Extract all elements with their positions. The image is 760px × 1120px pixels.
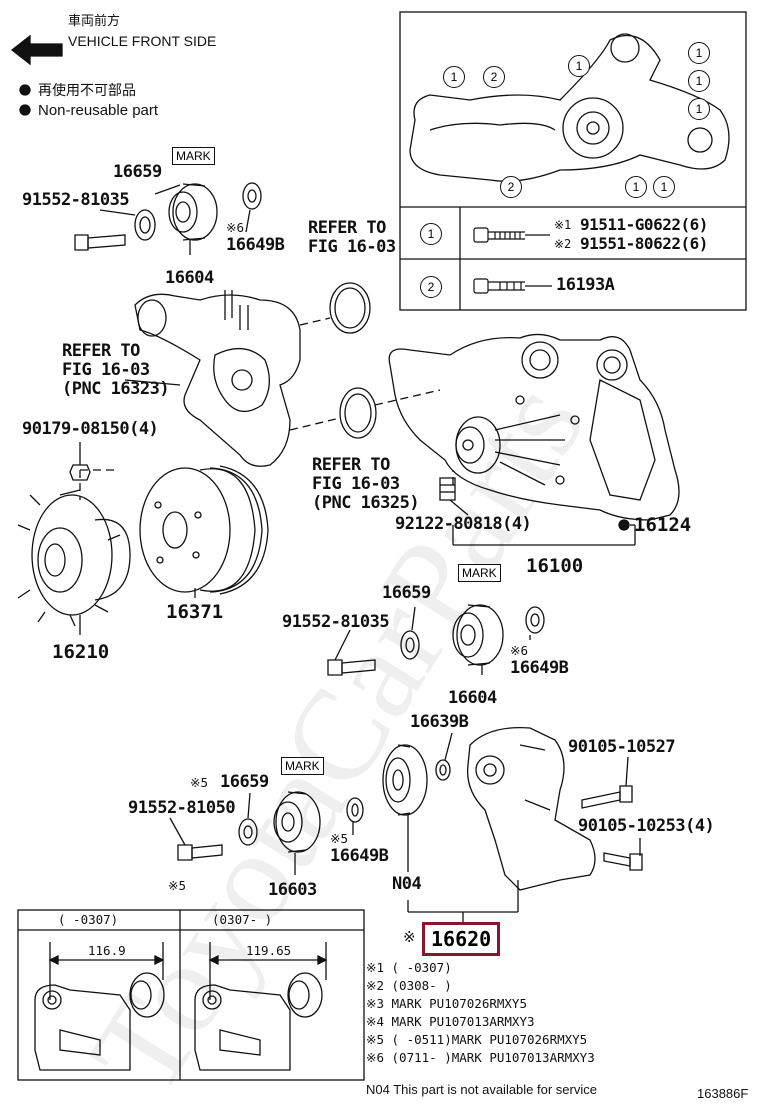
inset-callout: 1 (688, 98, 710, 120)
footnote: ※6 (0711- )MARK PU107013ARMXY3 (366, 1050, 595, 1065)
inset-row-circle: 2 (420, 276, 442, 298)
refer-text: REFER TO (312, 455, 390, 475)
inset-callout: 1 (443, 66, 465, 88)
part-16659[interactable]: 16659 (220, 772, 269, 792)
refer-text: REFER TO (62, 341, 140, 361)
note-marker: ※ (403, 928, 416, 946)
inset-callout: 1 (625, 176, 647, 198)
inset-callout: 1 (688, 42, 710, 64)
part-91552-81035[interactable]: 91552-81035 (22, 190, 130, 210)
legend-label: Non-reusable part (38, 102, 159, 119)
part-90105-10527[interactable]: 90105-10527 (568, 737, 676, 757)
part-16124[interactable]: 16124 (634, 514, 692, 536)
n04-note: N04 This part is not available for servi… (366, 1082, 597, 1097)
mark-tag: MARK (458, 564, 501, 582)
non-reusable-dot-icon (19, 84, 31, 96)
part-16649b[interactable]: 16649B (226, 235, 285, 255)
non-reusable-dot-icon (19, 104, 31, 116)
inset-part-number[interactable]: 16193A (556, 275, 615, 295)
inset-part-number[interactable]: 91511-G0622(6) (580, 215, 708, 234)
refer-text: (PNC 16323) (62, 379, 170, 399)
variant-period: (0307- ) (212, 912, 273, 927)
refer-text: (PNC 16325) (312, 493, 420, 513)
mark-tag: MARK (172, 147, 215, 165)
figure-code: 163886F (697, 1086, 749, 1101)
part-16604[interactable]: 16604 (165, 268, 214, 288)
inset-callout: 2 (483, 66, 505, 88)
part-16100[interactable]: 16100 (526, 555, 584, 577)
note-marker: ※5 (330, 831, 348, 846)
variant-dimension: 119.65 (246, 943, 292, 958)
inset-part-number[interactable]: 91551-80622(6) (580, 234, 708, 253)
part-16620-highlight[interactable]: 16620 (422, 922, 501, 956)
part-16659[interactable]: 16659 (113, 162, 162, 182)
part-91552-81035[interactable]: 91552-81035 (282, 612, 390, 632)
part-16639b[interactable]: 16639B (410, 712, 469, 732)
footnote: ※5 ( -0511)MARK PU107026RMXY5 (366, 1032, 588, 1047)
part-16210[interactable]: 16210 (52, 641, 110, 663)
direction-label-jp: 車両前方 (68, 13, 121, 28)
note-marker: ※5 (190, 775, 208, 790)
inset-callout: 1 (568, 55, 590, 77)
inset-note: ※2 (554, 237, 572, 251)
refer-text: FIG 16-03 (62, 360, 150, 380)
front-arrow-icon (10, 34, 63, 66)
part-91552-81050[interactable]: 91552-81050 (128, 798, 236, 818)
part-92122-80818[interactable]: 92122-80818(4) (395, 514, 532, 534)
footnote: ※2 (0308- ) (366, 978, 452, 993)
inset-callout: 2 (500, 176, 522, 198)
note-marker: ※6 (510, 643, 528, 658)
part-16659[interactable]: 16659 (382, 583, 431, 603)
inset-callout: 1 (653, 176, 675, 198)
part-90179-08150[interactable]: 90179-08150(4) (22, 419, 159, 439)
inset-row-circle: 1 (420, 223, 442, 245)
footnote: ※4 MARK PU107013ARMXY3 (366, 1014, 535, 1029)
variant-frame (17, 909, 365, 1081)
refer-text: FIG 16-03 (312, 474, 400, 494)
variant-dimension: 116.9 (88, 943, 126, 958)
direction-label: VEHICLE FRONT SIDE (68, 33, 217, 49)
note-marker: ※6 (226, 220, 244, 235)
refer-text: REFER TO (308, 218, 386, 238)
variant-period: ( -0307) (58, 912, 119, 927)
part-90105-10253[interactable]: 90105-10253(4) (578, 816, 715, 836)
part-n04[interactable]: N04 (392, 874, 422, 894)
part-16371[interactable]: 16371 (166, 601, 224, 623)
part-16603[interactable]: 16603 (268, 880, 317, 900)
mark-tag: MARK (281, 757, 324, 775)
refer-text: FIG 16-03 (308, 237, 396, 257)
inset-note: ※1 (554, 218, 572, 232)
legend-label-jp: 再使用不可部品 (38, 82, 136, 98)
note-marker: ※5 (168, 878, 186, 893)
footnote: ※1 ( -0307) (366, 960, 452, 975)
part-16649b[interactable]: 16649B (330, 846, 389, 866)
footnote: ※3 MARK PU107026RMXY5 (366, 996, 527, 1011)
inset-callout: 1 (688, 70, 710, 92)
part-16604[interactable]: 16604 (448, 688, 497, 708)
inset-frame (399, 11, 747, 311)
part-16649b[interactable]: 16649B (510, 658, 569, 678)
